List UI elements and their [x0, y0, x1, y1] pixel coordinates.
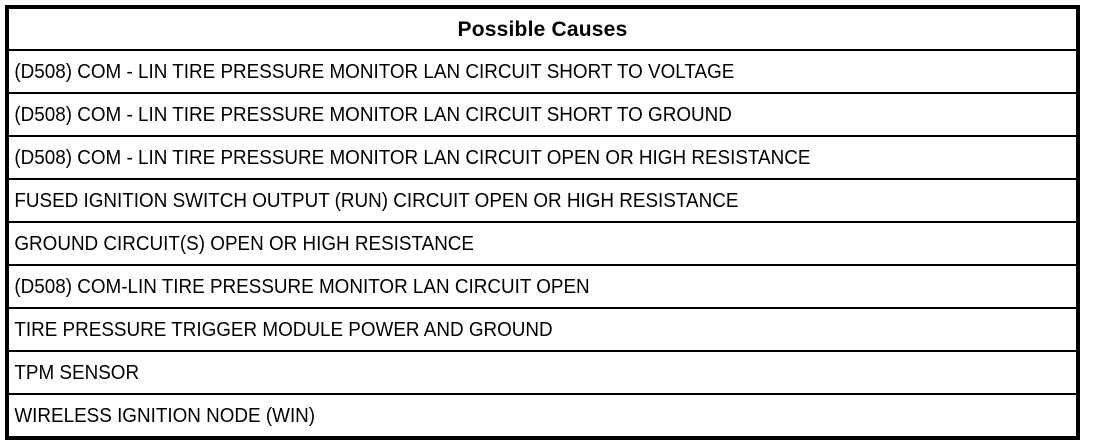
- table-row: TPM SENSOR: [7, 351, 1078, 395]
- cause-cell-7: TIRE PRESSURE TRIGGER MODULE POWER AND G…: [7, 308, 993, 352]
- table-row: (D508) COM - LIN TIRE PRESSURE MONITOR L…: [7, 136, 1078, 180]
- table-row: GROUND CIRCUIT(S) OPEN OR HIGH RESISTANC…: [7, 222, 1078, 266]
- cause-cell-9: WIRELESS IGNITION NODE (WIN): [14, 404, 316, 427]
- table-header-row: Possible Causes: [7, 7, 1078, 51]
- table-row: FUSED IGNITION SWITCH OUTPUT (RUN) CIRCU…: [7, 179, 1078, 223]
- table-row: (D508) COM - LIN TIRE PRESSURE MONITOR L…: [7, 93, 1078, 137]
- table-body: (D508) COM - LIN TIRE PRESSURE MONITOR L…: [7, 50, 1078, 438]
- table-row: (D508) COM - LIN TIRE PRESSURE MONITOR L…: [7, 50, 1078, 94]
- cause-cell-3: (D508) COM - LIN TIRE PRESSURE MONITOR L…: [7, 136, 993, 180]
- table-head: Possible Causes: [7, 7, 1078, 51]
- cause-cell-8: TPM SENSOR: [7, 351, 993, 395]
- cause-cell-1: (D508) COM - LIN TIRE PRESSURE MONITOR L…: [7, 50, 993, 94]
- cause-cell-4: FUSED IGNITION SWITCH OUTPUT (RUN) CIRCU…: [7, 179, 993, 223]
- possible-causes-table: Possible Causes (D508) COM - LIN TIRE PR…: [5, 5, 1080, 440]
- table-row: WIRELESS IGNITION NODE (WIN): [7, 394, 1078, 438]
- column-header-possible-causes: Possible Causes: [7, 7, 1078, 51]
- cause-cell-6: (D508) COM-LIN TIRE PRESSURE MONITOR LAN…: [7, 265, 993, 309]
- table-row: TIRE PRESSURE TRIGGER MODULE POWER AND G…: [7, 308, 1078, 352]
- table-row: (D508) COM-LIN TIRE PRESSURE MONITOR LAN…: [7, 265, 1078, 309]
- cause-cell-2: (D508) COM - LIN TIRE PRESSURE MONITOR L…: [7, 93, 993, 137]
- cause-cell-5: GROUND CIRCUIT(S) OPEN OR HIGH RESISTANC…: [7, 222, 993, 266]
